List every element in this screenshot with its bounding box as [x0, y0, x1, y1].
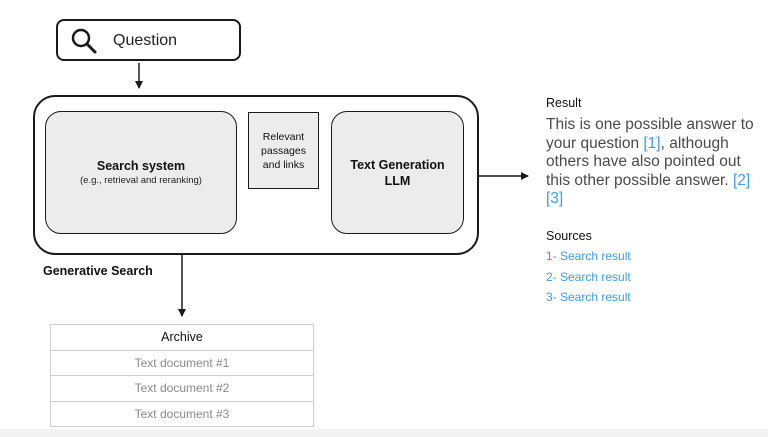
llm-box: Text Generation LLM [331, 111, 464, 234]
question-label: Question [113, 32, 178, 49]
search-system-subtitle: (e.g., retrieval and reranking) [80, 175, 202, 186]
source-link[interactable]: 2- Search result [546, 269, 631, 284]
relevant-passages-box: Relevant passages and links [248, 112, 319, 189]
archive-row: Text document #2 [50, 376, 314, 402]
search-system-box: Search system (e.g., retrieval and reran… [45, 111, 237, 234]
sources-list: 1- Search result 2- Search result 3- Sea… [546, 249, 631, 311]
llm-title: Text Generation LLM [350, 157, 445, 188]
archive-row: Text document #3 [50, 401, 314, 427]
result-text: This is one possible answer to your ques… [546, 116, 761, 209]
sources-heading: Sources [546, 229, 592, 243]
archive-header: Archive [50, 324, 314, 351]
source-link[interactable]: 1- Search result [546, 249, 631, 263]
search-icon [71, 28, 97, 54]
result-heading: Result [546, 96, 582, 110]
question-input[interactable]: Question [56, 19, 241, 61]
citation-link-2-3[interactable]: [2][3] [546, 171, 751, 208]
generative-search-label: Generative Search [43, 264, 153, 278]
result-text-part2: , although others have also pointed out … [546, 134, 741, 189]
bottom-strip [0, 429, 768, 437]
search-system-title: Search system [96, 159, 186, 173]
citation-link-1[interactable]: [1] [643, 134, 661, 152]
source-link[interactable]: 3- Search result [546, 290, 631, 304]
archive-table: Archive Text document #1 Text document #… [50, 324, 314, 427]
result-text-part1: This is one possible answer to your ques… [546, 116, 754, 152]
archive-row: Text document #1 [50, 350, 314, 376]
